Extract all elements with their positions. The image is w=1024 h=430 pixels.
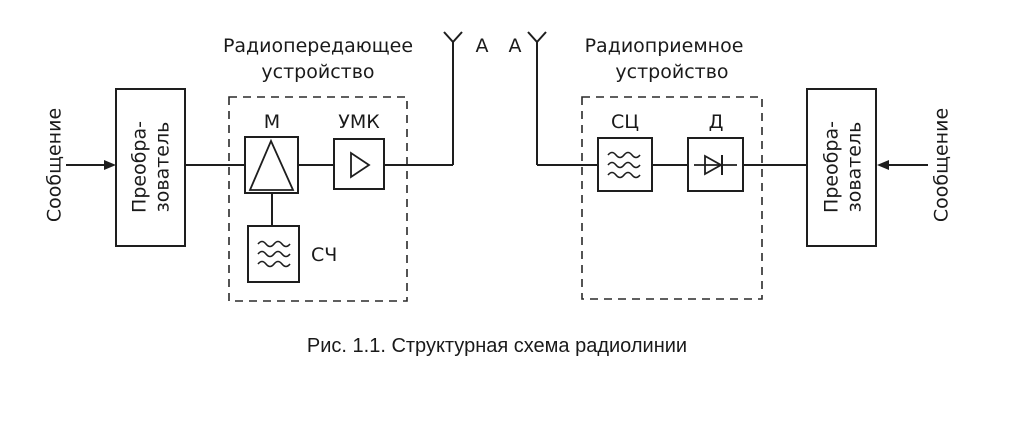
- rx-antenna-icon: [527, 31, 547, 43]
- modulator-label: М: [264, 111, 280, 133]
- amplifier-block: УМК: [333, 111, 385, 190]
- amplifier-triangle-icon: [350, 151, 371, 179]
- transmitter-title-line1: Радиопередающее: [223, 35, 413, 57]
- right-output-arrow: [877, 160, 928, 170]
- figure-caption: Рис. 1.1. Структурная схема радиолинии: [307, 335, 687, 357]
- detector-block: Д: [687, 111, 744, 192]
- amplifier-label: УМК: [338, 111, 380, 133]
- synthesizer-block: СЧ: [247, 225, 337, 283]
- left-converter-line2: зователь: [152, 122, 174, 213]
- synthesizer-label: СЧ: [311, 244, 337, 266]
- right-converter-line2: зователь: [844, 122, 866, 213]
- receiver-title-line1: Радиоприемное: [585, 35, 744, 57]
- right-converter-block: Преобра- зователь: [806, 88, 877, 247]
- filter-wave-icon: [607, 151, 641, 179]
- tx-antenna-label: А: [476, 35, 489, 57]
- modulator-triangle-icon: [248, 138, 295, 191]
- left-message-label: Сообщение: [44, 108, 66, 222]
- synthesizer-wave-icon: [257, 240, 291, 268]
- transmitter-enclosure: [228, 96, 408, 302]
- receiver-title-line2: устройство: [615, 61, 728, 83]
- modulator-block: М: [244, 111, 299, 194]
- tx-feed-line: [384, 42, 454, 166]
- tx-antenna-icon: [443, 31, 463, 43]
- matching-circuit-label: СЦ: [611, 111, 639, 133]
- rx-antenna-label: А: [509, 35, 522, 57]
- detector-label: Д: [709, 111, 724, 133]
- right-converter-line1: Преобра-: [821, 121, 843, 213]
- receiver-enclosure: [581, 96, 763, 300]
- left-converter-line1: Преобра-: [129, 121, 151, 213]
- left-input-arrow: [66, 160, 116, 170]
- transmitter-title-line2: устройство: [261, 61, 374, 83]
- diode-icon: [694, 154, 737, 176]
- matching-circuit-block: СЦ: [597, 111, 653, 192]
- right-message-label: Сообщение: [931, 108, 953, 222]
- rx-feed-line: [536, 42, 598, 166]
- left-converter-block: Преобра- зователь: [115, 88, 186, 247]
